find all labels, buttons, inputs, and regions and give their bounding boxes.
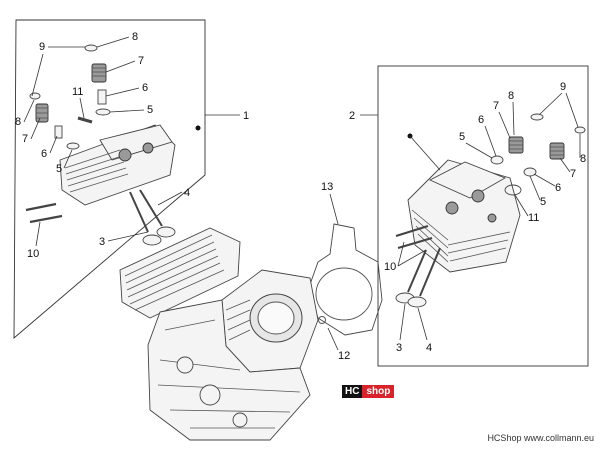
callout-7-right: 7: [493, 100, 499, 112]
hcshop-logo-badge: HC shop: [342, 385, 395, 398]
callout-1: 1: [243, 110, 249, 122]
callout-6-right: 6: [478, 114, 484, 126]
callout-3-right: 3: [396, 342, 402, 354]
callout-8-left-top: 8: [132, 31, 138, 43]
callout-9-left: 9: [39, 41, 45, 53]
callout-6-left-top: 6: [142, 82, 148, 94]
badge-hc-text: HC: [342, 385, 363, 398]
callout-6-left: 6: [41, 148, 47, 160]
callout-7-left-top: 7: [138, 55, 144, 67]
callout-8-right-top: 8: [508, 90, 514, 102]
left-cylinder-head: [59, 124, 201, 206]
callout-5-right: 5: [459, 131, 465, 143]
right-valves: [395, 224, 441, 308]
callout-4-right: 4: [426, 342, 432, 354]
right-assembly-frame: [377, 65, 589, 367]
callout-4-left: 4: [184, 187, 190, 199]
callout-13: 13: [321, 181, 333, 193]
callout-10-right: 10: [384, 261, 396, 273]
callout-3-left: 3: [99, 236, 105, 248]
callout-8-left: 8: [15, 116, 21, 128]
callout-11-left: 11: [72, 86, 83, 98]
callout-7-left: 7: [22, 133, 28, 145]
right-valve-train: [490, 113, 586, 196]
engine-block: [119, 227, 319, 441]
callout-11-right: 11: [528, 212, 539, 224]
callout-5-right-2: 5: [540, 196, 546, 208]
left-assembly-frame: [13, 19, 206, 339]
callout-2: 2: [349, 110, 355, 122]
left-valves: [25, 189, 176, 246]
right-callouts: 9 8 7 6 5 8 7 6 5 11 10 3 4: [384, 81, 586, 354]
left-valve-train: [29, 44, 111, 150]
callout-7-right-2: 7: [570, 168, 576, 180]
left-callouts: 9 8 7 6 5 11 8 7 6 5 4 3 10: [15, 31, 190, 260]
footer-credit: HCShop www.collmann.eu: [487, 433, 594, 443]
badge-shop-text: shop: [362, 385, 395, 398]
callout-9-right: 9: [560, 81, 566, 93]
callout-5-left: 5: [56, 163, 62, 175]
callout-6-right-2: 6: [555, 182, 561, 194]
callout-5-left-top: 5: [147, 104, 153, 116]
base-gasket: [307, 223, 383, 336]
callout-12: 12: [338, 350, 350, 362]
callout-8-right: 8: [580, 153, 586, 165]
right-cylinder-head: [407, 133, 521, 273]
callout-10-left: 10: [27, 248, 39, 260]
